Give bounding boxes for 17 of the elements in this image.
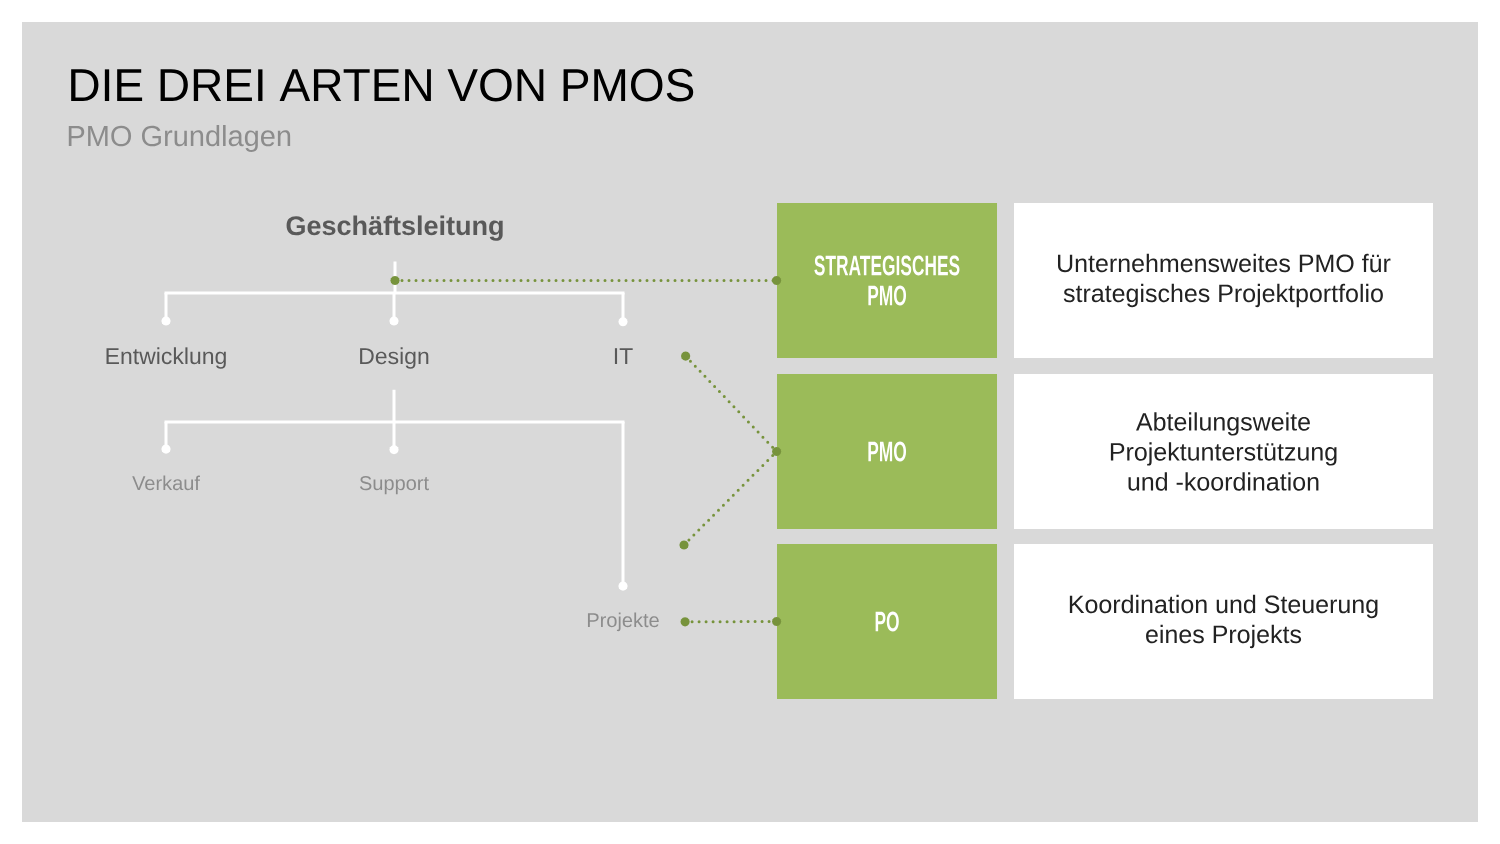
org-chart-label: Support — [359, 476, 429, 495]
title: DIE DREI ARTEN VON PMOS — [71, 68, 694, 102]
description-box: Abteilungsweite Projektunterstützung und -koordination — [1014, 374, 1433, 529]
org-chart-label: Design — [360, 347, 429, 369]
subtitle: PMO Grundlagen — [68, 125, 291, 152]
category-box: STRATEGISCHES PMO — [777, 203, 997, 358]
org-chart-label: Geschäftsleitung — [286, 215, 503, 241]
org-chart-label: Entwicklung — [106, 347, 226, 369]
org-chart-label: IT — [614, 348, 633, 364]
connector-line — [164, 389, 625, 424]
org-chart-label: Verkauf — [132, 475, 200, 491]
category-box: PO — [777, 544, 997, 699]
connector-line — [164, 261, 625, 295]
description-box: Koordination und Steuerung eines Projekts — [1014, 544, 1433, 699]
description-box: Unternehmensweites PMO für strategisches Projektportfolio — [1014, 203, 1433, 358]
category-box: PMO — [777, 374, 997, 529]
org-chart-label: Projekte — [587, 612, 659, 632]
